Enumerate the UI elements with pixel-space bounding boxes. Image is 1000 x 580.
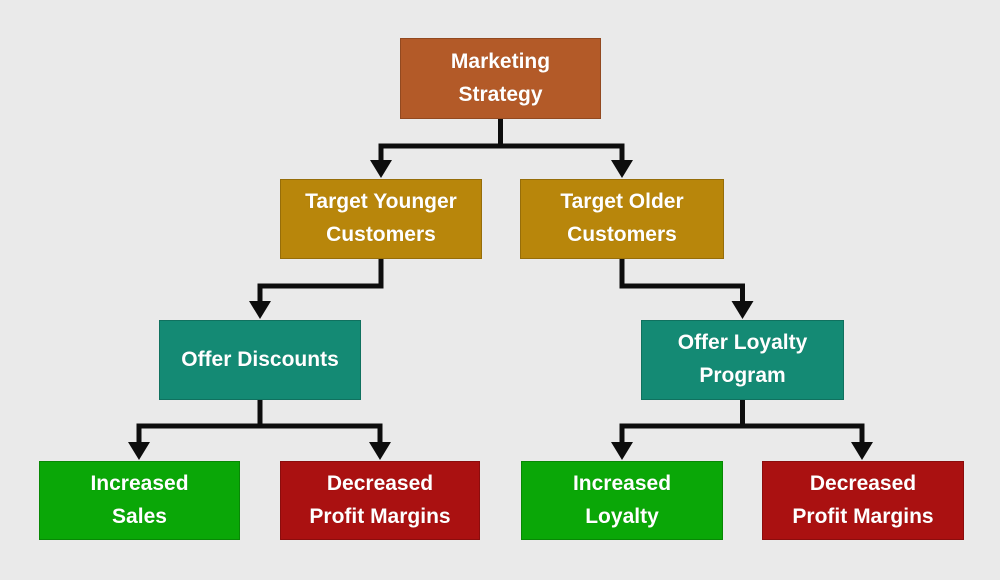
connector-younger-to-discounts xyxy=(257,256,384,305)
connector-discounts-crossbar xyxy=(136,423,383,446)
arrowhead-to-margins-right xyxy=(851,442,873,460)
connector-loyalty-crossbar xyxy=(619,423,865,446)
node-decreased-profit-margins-left: Decreased Profit Margins xyxy=(280,461,480,540)
arrowhead-to-increased-sales xyxy=(128,442,150,460)
arrowhead-to-increased-loyalty xyxy=(611,442,633,460)
connector-older-to-loyalty xyxy=(619,256,745,305)
connector-level2-crossbar xyxy=(378,143,625,164)
node-increased-sales: Increased Sales xyxy=(39,461,240,540)
node-increased-loyalty: Increased Loyalty xyxy=(521,461,723,540)
node-offer-discounts: Offer Discounts xyxy=(159,320,361,400)
arrowhead-to-margins-left xyxy=(369,442,391,460)
node-target-older-customers: Target Older Customers xyxy=(520,179,724,259)
arrowhead-to-discounts xyxy=(249,301,271,319)
node-decreased-profit-margins-right: Decreased Profit Margins xyxy=(762,461,964,540)
node-marketing-strategy: Marketing Strategy xyxy=(400,38,601,119)
node-target-younger-customers: Target Younger Customers xyxy=(280,179,482,259)
arrowhead-to-younger xyxy=(370,160,392,178)
node-offer-loyalty-program: Offer Loyalty Program xyxy=(641,320,844,400)
arrowhead-to-older xyxy=(611,160,633,178)
arrowhead-to-loyalty-program xyxy=(731,301,754,319)
